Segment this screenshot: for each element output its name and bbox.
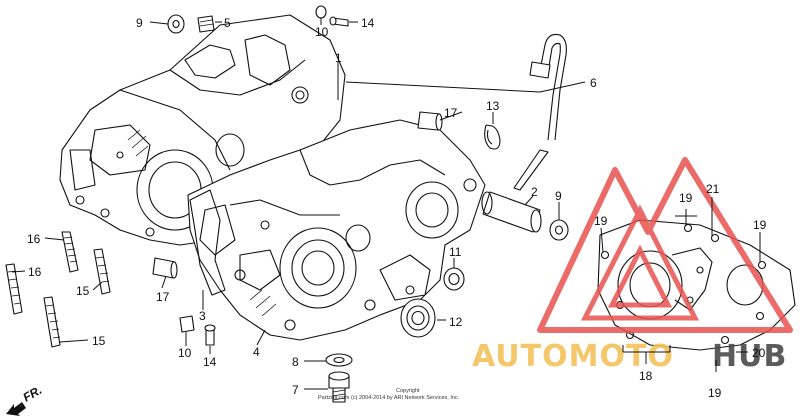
bolt-bottom <box>204 324 216 346</box>
sleeve-pipe <box>481 191 542 233</box>
callout-3: 3 <box>199 309 206 323</box>
callout-19-a: 19 <box>679 191 693 205</box>
callout-1: 1 <box>335 51 342 65</box>
callout-19-c: 19 <box>753 218 767 232</box>
leader-lines <box>11 18 761 390</box>
callout-9-right: 9 <box>555 189 562 203</box>
callout-15-upper: 15 <box>76 284 90 298</box>
watermark-text-hub: HUB <box>712 339 787 374</box>
collar-top <box>315 5 327 19</box>
tube-clip <box>484 124 501 150</box>
drain-washer <box>325 353 353 367</box>
dowel-pin-top <box>197 15 215 33</box>
front-arrow-icon <box>6 402 26 416</box>
callout-16-upper: 16 <box>27 232 41 246</box>
callout-14-top: 14 <box>361 16 375 30</box>
breather-tube <box>513 33 567 191</box>
callout-7: 7 <box>292 383 299 397</box>
washer-top <box>167 14 185 34</box>
callout-10-top: 10 <box>315 25 329 39</box>
callout-5: 5 <box>224 16 231 30</box>
left-crankcase-half <box>59 14 346 246</box>
callout-12: 12 <box>449 315 463 329</box>
callout-8: 8 <box>292 355 299 369</box>
dowel-upper <box>417 111 443 131</box>
callout-11: 11 <box>449 245 462 259</box>
callout-2: 2 <box>531 185 538 199</box>
callout-20: 20 <box>752 346 766 360</box>
stud-15-lower <box>43 296 61 348</box>
oil-seal-large <box>400 298 436 338</box>
callout-14-bottom: 14 <box>203 355 217 369</box>
copyright-line-1: Copyright <box>396 388 420 394</box>
front-label: FR. <box>21 383 45 405</box>
callout-17-bottom: 17 <box>156 290 170 304</box>
washer-right <box>549 219 569 241</box>
oil-seal-small <box>443 267 465 291</box>
callout-18: 18 <box>639 369 653 383</box>
crankcase-gasket <box>189 189 226 296</box>
callout-15-lower: 15 <box>92 334 106 348</box>
callout-17-top: 17 <box>444 106 458 120</box>
callout-19-d: 19 <box>708 386 722 400</box>
callout-10-bottom: 10 <box>178 346 192 360</box>
drain-bolt <box>328 371 350 403</box>
callout-4: 4 <box>253 345 260 359</box>
callout-9-top: 9 <box>136 16 143 30</box>
stud-16-upper <box>61 231 79 273</box>
callout-13: 13 <box>486 99 500 113</box>
callout-19-b: 19 <box>594 214 608 228</box>
right-crankcase-half <box>187 119 486 341</box>
collar-bottom <box>179 315 195 333</box>
callout-21: 21 <box>706 182 720 196</box>
watermark-text-automoto: AUTOMOTO <box>472 339 674 374</box>
callout-6: 6 <box>590 76 597 90</box>
watermark-logo <box>537 157 793 333</box>
bolt-top <box>329 16 349 27</box>
copyright-line-2: Partzilla.com (c) 2004-2014 by ARI Netwo… <box>318 395 460 401</box>
dowel-lower <box>152 257 178 279</box>
stud-15-upper <box>93 248 111 295</box>
callout-16-lower: 16 <box>28 265 42 279</box>
